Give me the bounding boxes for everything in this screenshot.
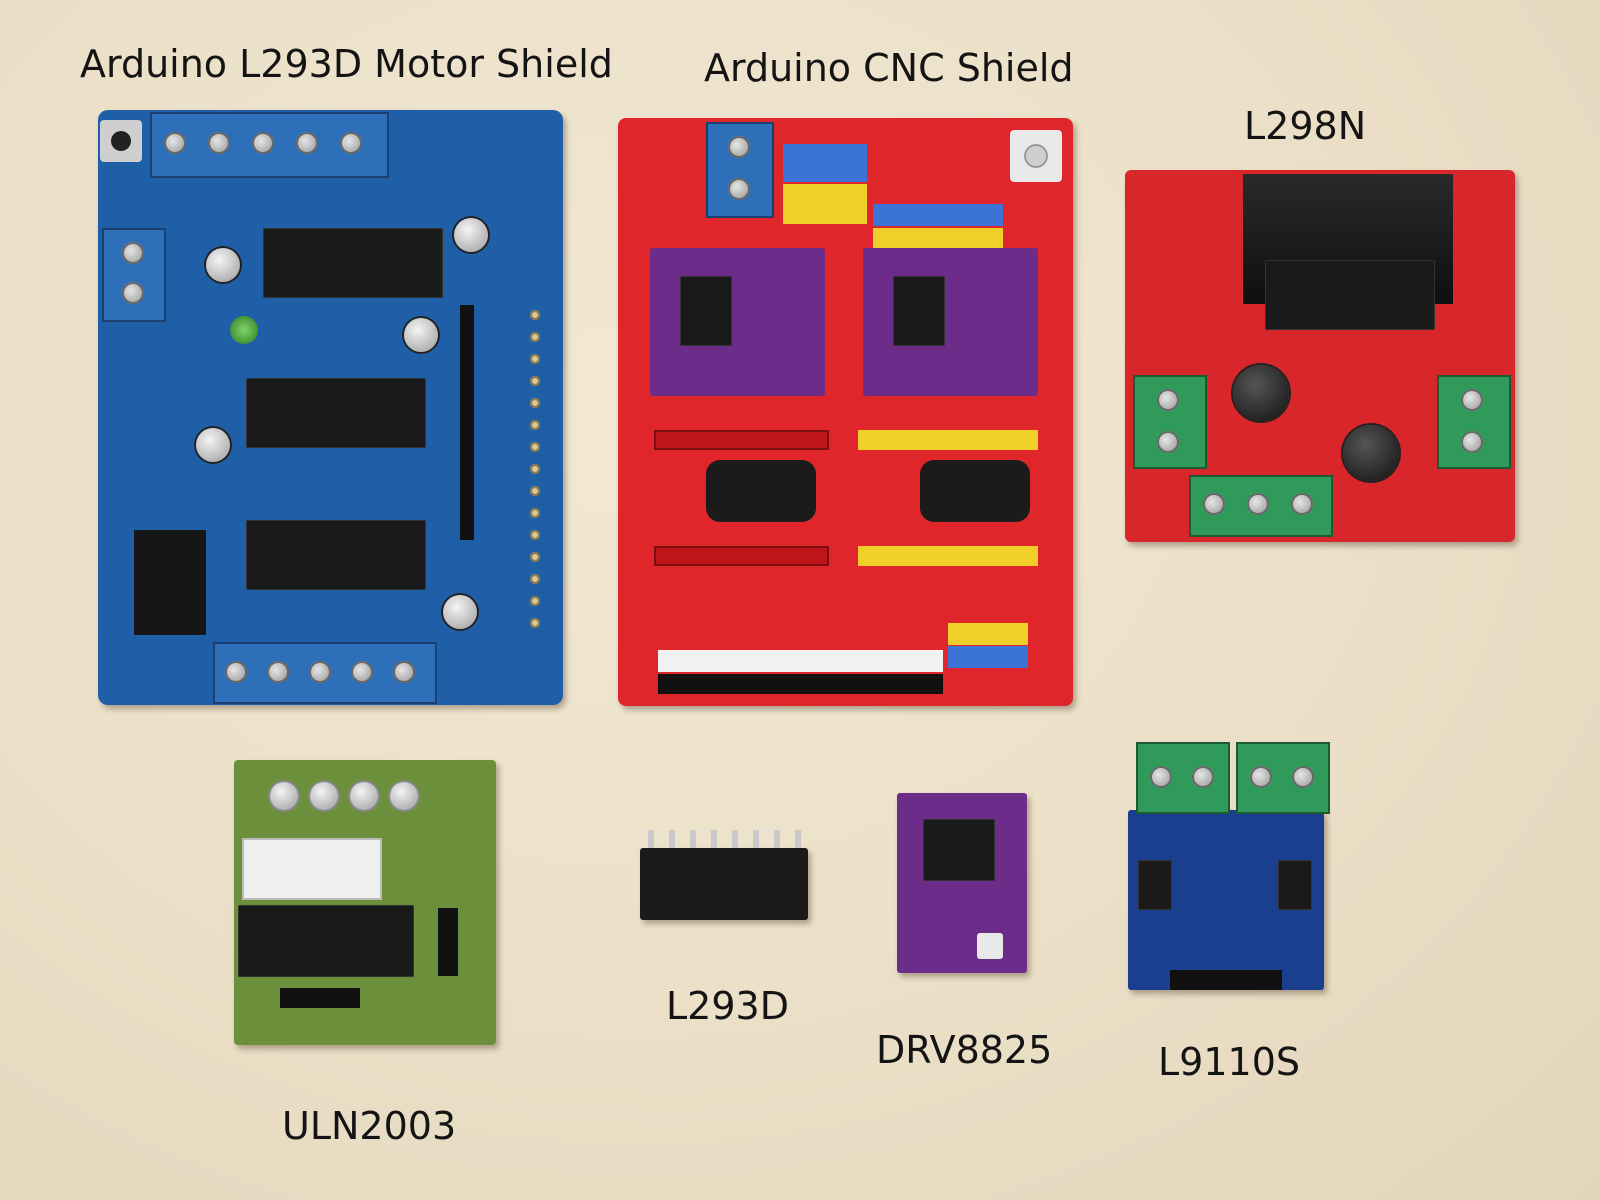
header-blue bbox=[948, 646, 1028, 668]
l9110s-chip-right bbox=[1278, 860, 1312, 910]
jumper-header-blue bbox=[783, 144, 867, 182]
connector-white bbox=[242, 838, 382, 900]
reset-button bbox=[1010, 130, 1062, 182]
input-pins bbox=[280, 988, 360, 1008]
pin-header bbox=[1170, 970, 1282, 990]
label-l293d: L293D bbox=[666, 984, 789, 1028]
uln2003-board bbox=[234, 760, 496, 1045]
stepper-driver-2 bbox=[863, 248, 1038, 396]
motor-terminal-bottom bbox=[213, 642, 437, 704]
header-blue-yellow bbox=[948, 623, 1028, 645]
uln2003-chip bbox=[238, 905, 414, 977]
capacitor bbox=[1233, 365, 1289, 421]
pin-header bbox=[460, 305, 474, 540]
ic-chip-3 bbox=[246, 520, 426, 590]
power-pins bbox=[438, 908, 458, 976]
capacitor-1 bbox=[706, 460, 816, 522]
ic-chip-1 bbox=[263, 228, 443, 298]
endstop-header bbox=[658, 650, 943, 672]
l298n-chip bbox=[1265, 260, 1435, 330]
ext-power-terminal bbox=[102, 228, 166, 322]
header-red bbox=[654, 546, 829, 566]
led bbox=[230, 316, 258, 344]
jumper-header-yellow bbox=[873, 228, 1003, 250]
l9110s-board bbox=[1128, 810, 1324, 990]
capacitor-2 bbox=[920, 460, 1030, 522]
capacitor bbox=[196, 428, 230, 462]
endstop-pins bbox=[658, 674, 943, 694]
power-terminal bbox=[706, 122, 774, 218]
capacitor bbox=[454, 218, 488, 252]
l9110s-terminal-left bbox=[1136, 742, 1230, 814]
drv8825-board bbox=[897, 793, 1027, 973]
l9110s-terminal-right bbox=[1236, 742, 1330, 814]
l293d-motor-shield-board bbox=[98, 110, 563, 705]
label-l298n: L298N bbox=[1244, 104, 1367, 148]
reset-button bbox=[100, 120, 142, 162]
header-yellow bbox=[858, 546, 1038, 566]
capacitor bbox=[206, 248, 240, 282]
capacitor bbox=[443, 595, 477, 629]
label-uln2003: ULN2003 bbox=[282, 1104, 457, 1148]
potentiometer bbox=[977, 933, 1003, 959]
label-l293d-motor-shield: Arduino L293D Motor Shield bbox=[80, 42, 613, 86]
label-cnc-shield: Arduino CNC Shield bbox=[704, 46, 1074, 90]
l298n-board bbox=[1125, 170, 1515, 542]
jumper-header-blue bbox=[873, 204, 1003, 226]
capacitor bbox=[404, 318, 438, 352]
terminal-right bbox=[1437, 375, 1511, 469]
ic-chip-2 bbox=[246, 378, 426, 448]
capacitor bbox=[1343, 425, 1399, 481]
jumper-header-yellow bbox=[783, 184, 867, 224]
cnc-shield-board bbox=[618, 118, 1073, 706]
header-red bbox=[654, 430, 829, 450]
drv8825-chip bbox=[923, 819, 995, 881]
l293d-chip bbox=[640, 830, 808, 920]
header-yellow bbox=[858, 430, 1038, 450]
pin-block bbox=[134, 530, 206, 635]
label-l9110s: L9110S bbox=[1158, 1040, 1300, 1084]
led-row bbox=[270, 782, 420, 812]
terminal-bottom bbox=[1189, 475, 1333, 537]
motor-terminal-top bbox=[150, 112, 389, 178]
l9110s-chip-left bbox=[1138, 860, 1172, 910]
label-drv8825: DRV8825 bbox=[876, 1028, 1053, 1072]
terminal-left bbox=[1133, 375, 1207, 469]
stepper-driver-1 bbox=[650, 248, 825, 396]
